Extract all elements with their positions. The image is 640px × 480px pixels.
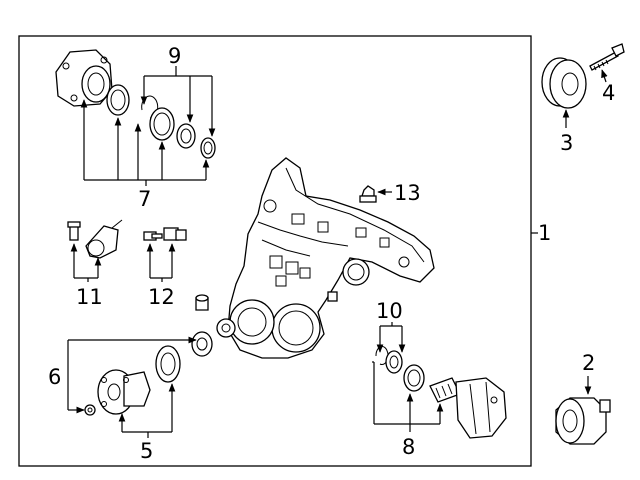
connector-bolt[interactable] bbox=[143, 231, 163, 241]
output-flange[interactable] bbox=[97, 369, 151, 415]
output-seal[interactable] bbox=[191, 331, 213, 357]
assembly-frame bbox=[18, 35, 532, 467]
housing-plug[interactable] bbox=[195, 294, 209, 311]
callout-12-leaders bbox=[146, 243, 176, 282]
callout-5-leaders bbox=[118, 383, 176, 438]
callout-4-leader bbox=[601, 69, 608, 83]
seal-ring-b[interactable] bbox=[176, 123, 196, 149]
o-ring-a[interactable] bbox=[200, 137, 216, 159]
callout-8: 8 bbox=[402, 435, 415, 459]
washer[interactable] bbox=[84, 404, 96, 416]
callout-1: 1 bbox=[538, 221, 551, 245]
seal-ring-c[interactable] bbox=[385, 350, 403, 374]
input-cover[interactable] bbox=[55, 49, 113, 107]
callout-11: 11 bbox=[76, 285, 103, 309]
output-shaft[interactable] bbox=[429, 377, 507, 439]
callout-6: 6 bbox=[48, 365, 61, 389]
callout-3: 3 bbox=[560, 131, 573, 155]
breather-vent[interactable] bbox=[359, 185, 377, 203]
callout-13: 13 bbox=[394, 181, 421, 205]
output-bearing[interactable] bbox=[155, 345, 181, 383]
o-ring-b[interactable] bbox=[403, 364, 425, 392]
seal-ring-a[interactable] bbox=[106, 84, 130, 116]
differential-housing[interactable] bbox=[216, 157, 435, 359]
speed-sensor[interactable] bbox=[85, 219, 123, 259]
callout-9-leaders bbox=[140, 66, 216, 137]
callout-9: 9 bbox=[168, 44, 181, 68]
bearing-a[interactable] bbox=[149, 107, 175, 141]
callout-5: 5 bbox=[140, 439, 153, 463]
callout-8-leaders bbox=[372, 361, 444, 432]
mounting-bolt[interactable] bbox=[589, 43, 625, 71]
sensor-bolt[interactable] bbox=[67, 221, 81, 241]
isolator-pulley[interactable] bbox=[541, 57, 587, 109]
mount-bushing[interactable] bbox=[555, 397, 611, 445]
callout-11-leaders bbox=[70, 243, 102, 282]
callout-12: 12 bbox=[148, 285, 175, 309]
connector-fitting[interactable] bbox=[163, 227, 187, 241]
callout-10-leaders bbox=[376, 322, 406, 353]
callout-10: 10 bbox=[376, 299, 403, 323]
callout-2: 2 bbox=[582, 351, 595, 375]
callout-7: 7 bbox=[138, 187, 151, 211]
callout-4: 4 bbox=[602, 81, 615, 105]
callout-6-leaders bbox=[67, 336, 197, 414]
callout-7-leaders bbox=[80, 99, 210, 186]
